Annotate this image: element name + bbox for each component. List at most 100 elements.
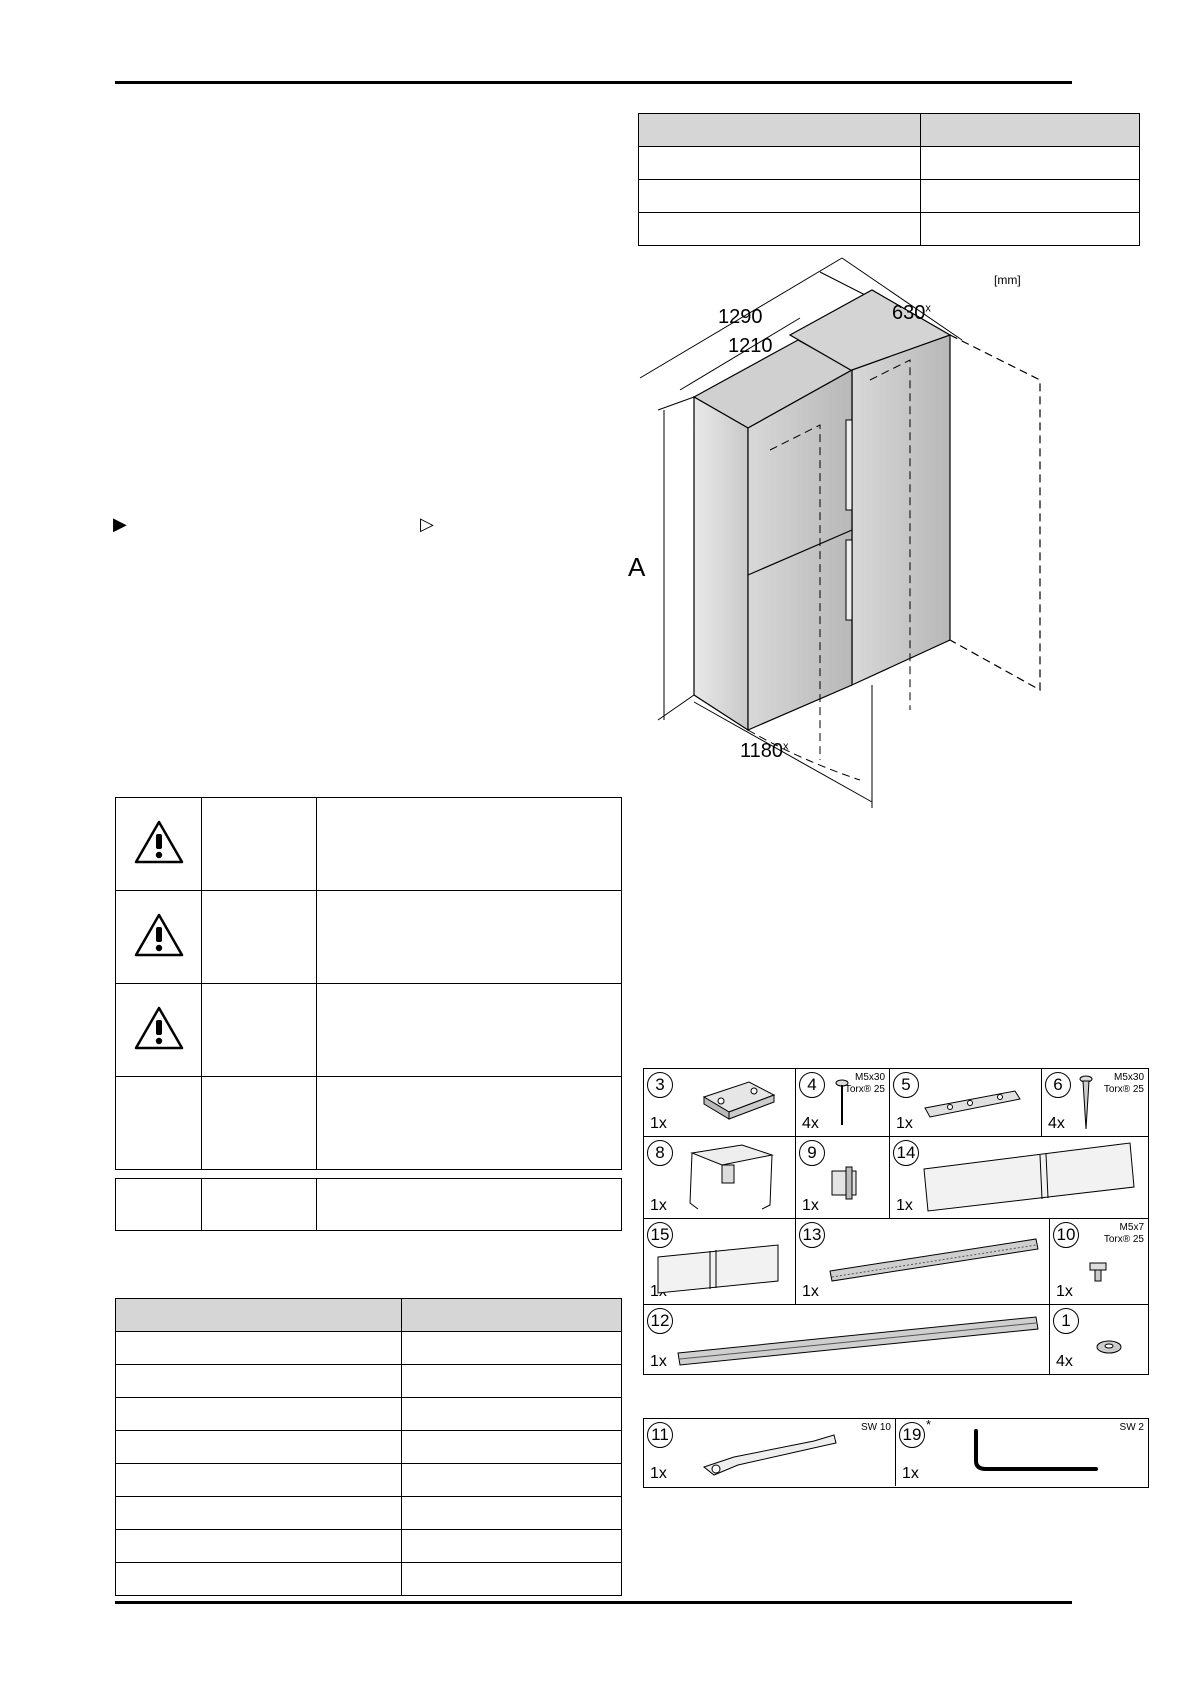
clip-icon — [831, 1166, 857, 1200]
part-number: 1 — [1053, 1308, 1079, 1334]
parts-box: 3 1x 4 M5x30 Torx® 25 4x 5 1x 6 M5x30 To… — [643, 1068, 1149, 1375]
part-number: 10 — [1053, 1222, 1079, 1248]
tool-cell: 19 * SW 2 1x — [896, 1417, 1148, 1486]
tool-number: 19 — [899, 1422, 925, 1448]
table-row — [638, 113, 1140, 147]
part-cell: 8 1x — [644, 1137, 796, 1219]
part-quantity: 4x — [1048, 1115, 1065, 1132]
table-row — [115, 1430, 622, 1464]
part-cell: 14 1x — [890, 1137, 1148, 1219]
part-number: 14 — [893, 1140, 919, 1166]
part-spec: M5x30 Torx® 25 — [1103, 1072, 1144, 1095]
action-step-marker: ▶ — [113, 514, 127, 534]
table-row — [115, 1331, 622, 1365]
table-row — [638, 179, 1140, 213]
table-row — [115, 1298, 622, 1332]
part-number: 8 — [647, 1140, 673, 1166]
table-row — [115, 1562, 622, 1596]
wrench-icon — [702, 1434, 837, 1476]
dimension-table — [638, 113, 1140, 246]
cover-bracket-icon — [689, 1144, 774, 1210]
table-row — [115, 1397, 622, 1431]
table-row — [115, 1463, 622, 1497]
part-cell: 13 1x — [796, 1219, 1050, 1305]
table-row — [115, 1076, 622, 1170]
part-cell: 1 4x — [1050, 1305, 1148, 1374]
depth-label: 630x — [892, 302, 931, 324]
table-row — [638, 212, 1140, 246]
tool-quantity: 1x — [650, 1465, 667, 1482]
part-quantity: 1x — [650, 1115, 667, 1132]
tool-spec: SW 2 — [1119, 1422, 1144, 1433]
part-number: 15 — [647, 1222, 673, 1248]
part-quantity: 1x — [896, 1115, 913, 1132]
wood-screw-icon — [1079, 1075, 1093, 1130]
part-quantity: 1x — [802, 1283, 819, 1300]
part-number: 5 — [893, 1072, 919, 1098]
hinge-plate-icon — [924, 1090, 1021, 1118]
table-row — [638, 146, 1140, 180]
table-row — [115, 1364, 622, 1398]
result-marker: ▷ — [420, 514, 434, 534]
table-row — [115, 1496, 622, 1530]
part-number: 12 — [647, 1308, 673, 1334]
part-quantity: 4x — [802, 1115, 819, 1132]
notice-table — [115, 1178, 622, 1231]
part-cell: 6 M5x30 Torx® 25 4x — [1042, 1069, 1148, 1137]
small-cover-panel-icon — [657, 1244, 779, 1294]
width-body-label: 1210 — [728, 335, 773, 357]
tool-number: 11 — [647, 1422, 673, 1448]
door-swing-label: 1180x — [740, 740, 789, 762]
table-row — [115, 983, 622, 1077]
header-rule — [115, 81, 1072, 84]
table-row — [115, 797, 622, 891]
tool-quantity: 1x — [902, 1465, 919, 1482]
height-label: A — [628, 552, 646, 582]
part-number: 4 — [799, 1072, 825, 1098]
tools-box: 11 SW 10 1x 19 * SW 2 1x — [643, 1417, 1149, 1488]
part-cell: 10 M5x7 Torx® 25 1x — [1050, 1219, 1148, 1305]
table-row — [115, 1529, 622, 1563]
part-quantity: 4x — [1056, 1353, 1073, 1370]
part-spec: M5x30 Torx® 25 — [844, 1072, 885, 1095]
part-number: 9 — [799, 1140, 825, 1166]
part-cell: 5 1x — [890, 1069, 1042, 1137]
part-number: 3 — [647, 1072, 673, 1098]
table-row — [115, 890, 622, 984]
part-spec: M5x7 Torx® 25 — [1103, 1222, 1144, 1245]
width-overall-label: 1290 — [718, 306, 763, 328]
warning-triangle-icon — [134, 1006, 183, 1049]
screw-icon — [835, 1079, 849, 1125]
unit-label: [mm] — [994, 273, 1021, 287]
specification-table — [115, 1298, 622, 1596]
tool-cell: 11 SW 10 1x — [644, 1419, 896, 1486]
part-quantity: 1x — [650, 1353, 667, 1370]
table-row — [115, 1178, 622, 1231]
hex-key-icon — [974, 1429, 1098, 1471]
warning-triangle-icon — [134, 820, 183, 863]
nut-icon — [1096, 1340, 1122, 1354]
part-quantity: 1x — [896, 1197, 913, 1214]
tool-spec: SW 10 — [860, 1422, 891, 1433]
short-rail-icon — [829, 1238, 1039, 1282]
part-cell: 15 1x — [644, 1219, 796, 1305]
part-cell: 4 M5x30 Torx® 25 4x — [796, 1069, 890, 1137]
cover-panel-icon — [923, 1142, 1135, 1212]
footer-rule — [115, 1601, 1072, 1604]
part-quantity: 1x — [802, 1197, 819, 1214]
short-screw-icon — [1089, 1262, 1107, 1282]
part-number: 13 — [799, 1222, 825, 1248]
part-quantity: 1x — [650, 1197, 667, 1214]
long-rail-icon — [677, 1316, 1039, 1366]
part-cell: 9 1x — [796, 1137, 890, 1219]
part-quantity: 1x — [1056, 1283, 1073, 1300]
bracket-icon — [702, 1081, 776, 1120]
part-number: 6 — [1045, 1072, 1071, 1098]
part-cell: 3 1x — [644, 1069, 796, 1137]
dimension-drawing: [mm] 1290 1210 630x A 1180x — [620, 240, 1090, 830]
tool-mark: * — [926, 1417, 932, 1432]
part-cell: 12 1x — [644, 1305, 1050, 1374]
warning-triangle-icon — [134, 913, 183, 956]
fridge-illustration — [639, 257, 1041, 808]
safety-notes-table — [115, 797, 622, 1170]
